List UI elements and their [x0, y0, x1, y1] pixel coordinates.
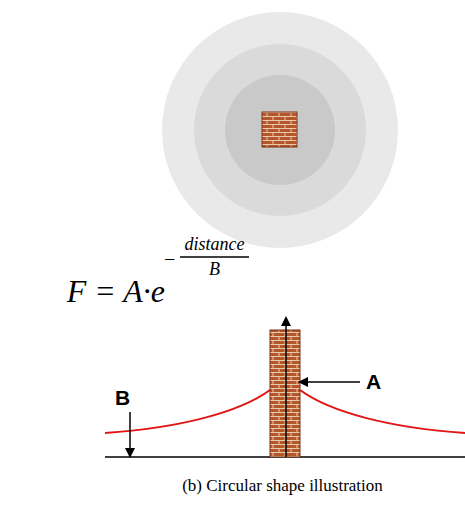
axis-arrow — [285, 318, 287, 457]
graph-label: A — [366, 370, 381, 393]
outer-ring — [162, 12, 398, 248]
formula-denominator: B — [175, 260, 254, 280]
middle-ring — [194, 44, 366, 216]
formula-numerator: distance — [175, 235, 254, 255]
leader-arrow — [300, 381, 360, 383]
fraction-bar — [180, 256, 249, 258]
leader-arrow — [129, 412, 131, 456]
brick-wall — [262, 112, 297, 147]
brick-column — [270, 330, 300, 457]
figure-caption: (b) Circular shape illustration — [100, 477, 465, 496]
formula-minus: − — [164, 248, 175, 270]
inner-ring — [225, 75, 335, 185]
force-curve — [300, 390, 465, 433]
formula-base: F = A·e — [67, 274, 165, 309]
graph-label: B — [115, 386, 130, 409]
